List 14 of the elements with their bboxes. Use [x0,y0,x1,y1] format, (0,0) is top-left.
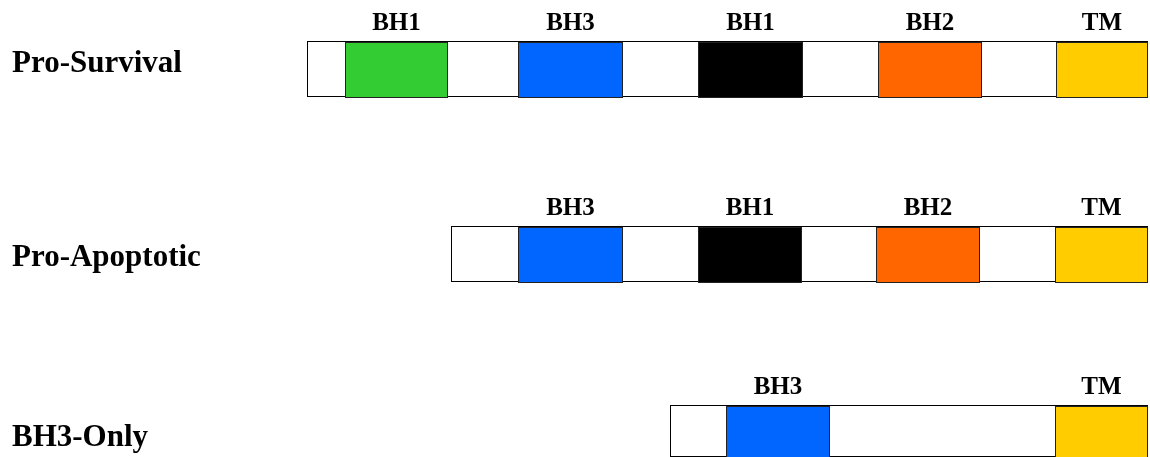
domain-label: TM [1080,371,1123,401]
domain-label: BH3 [545,192,596,222]
domain-label: BH1 [725,7,776,37]
domain-label: TM [1080,7,1124,37]
domain-label: BH3 [545,7,596,37]
domain-label: BH1 [371,7,422,37]
row-label: Pro-Survival [12,44,182,80]
row-label: Pro-Apoptotic [12,238,201,274]
domain-label: TM [1080,192,1123,222]
row-label: BH3-Only [12,418,149,454]
domain-label: BH3 [752,371,804,401]
domain-label: BH2 [904,7,956,37]
domain-label: BH1 [724,192,776,222]
domain-label: BH2 [902,192,954,222]
